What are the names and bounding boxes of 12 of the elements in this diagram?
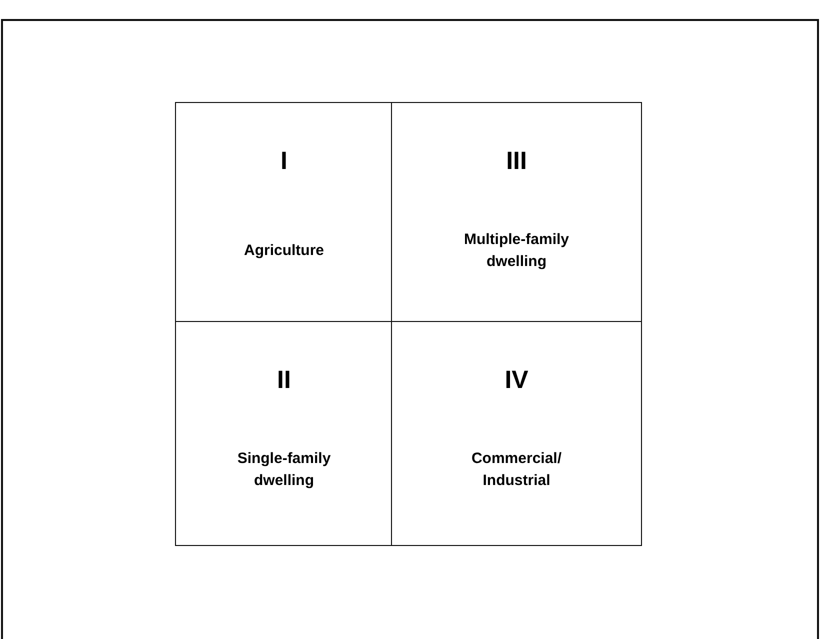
roman-numeral: III xyxy=(506,147,527,175)
roman-numeral: I xyxy=(280,147,288,175)
roman-numeral: II xyxy=(277,366,291,394)
roman-numeral: IV xyxy=(504,366,528,394)
category-label: Agriculture xyxy=(244,241,324,262)
category-box xyxy=(175,102,393,323)
category-label: Commercial/ Industrial xyxy=(470,449,563,491)
category-box xyxy=(175,321,393,546)
category-box xyxy=(391,102,642,323)
category-label: Multiple-family dwelling xyxy=(462,230,570,272)
category-box xyxy=(391,321,642,546)
category-label: Single-family dwelling xyxy=(236,449,332,491)
